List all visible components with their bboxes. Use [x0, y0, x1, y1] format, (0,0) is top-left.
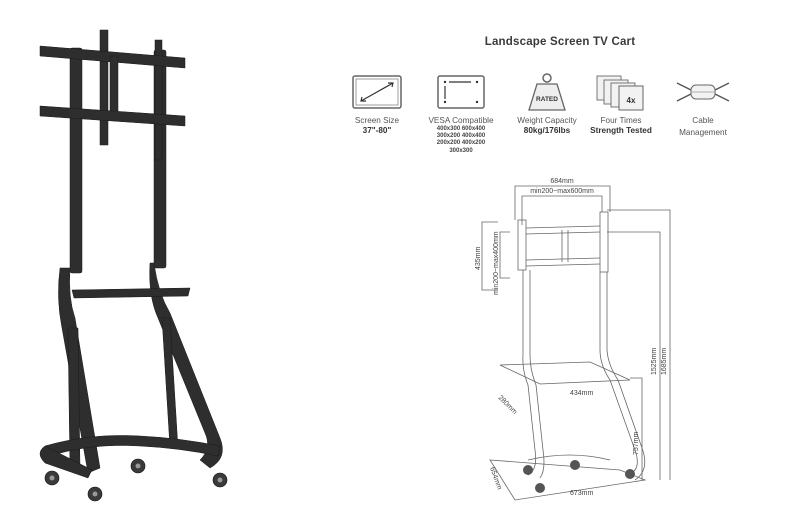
feature-label: VESA Compatible: [428, 116, 494, 125]
feature-cable: Cable Management: [662, 70, 744, 138]
dim-vesa-horizontal: min200~max600mm: [530, 188, 594, 195]
vesa-size: 400x300 600x400: [436, 126, 486, 132]
dim-shelf-depth: 280mm: [497, 394, 519, 416]
vesa-icon: [420, 70, 502, 114]
feature-value: 37"-80": [362, 126, 392, 135]
feature-label: Four Times: [600, 116, 642, 125]
dim-mount-width: 684mm: [550, 178, 574, 185]
feature-label: Cable: [692, 116, 714, 125]
feature-strength: 4x Four Times Strength Tested: [580, 70, 662, 136]
feature-label: Weight Capacity: [517, 116, 577, 125]
dim-vesa-vertical: min200~max400mm: [493, 231, 500, 295]
cable-management-icon: [662, 70, 744, 114]
product-photo: [39, 29, 228, 502]
feature-value: Management: [679, 128, 727, 137]
weight-icon-text: RATED: [536, 96, 558, 103]
strength-icon-text: 4x: [627, 96, 636, 105]
dim-center-height: 1525mm: [651, 348, 658, 375]
feature-weight: RATED Weight Capacity 80kg/176lbs: [506, 70, 588, 136]
screen-size-icon: [336, 70, 418, 114]
strength-test-icon: 4x: [580, 70, 662, 114]
feature-screen-size: Screen Size 37"-80": [336, 70, 418, 136]
weight-icon: RATED: [506, 70, 588, 114]
dim-shelf-width: 434mm: [570, 390, 594, 397]
feature-value: 80kg/176lbs: [523, 126, 571, 135]
dim-total-height: 1685mm: [661, 348, 668, 375]
dimension-diagram: 684mm min200~max600mm 435mm min200~max40…: [475, 178, 671, 501]
dim-base-depth: 654mm: [488, 466, 503, 490]
dim-mount-height: 435mm: [475, 246, 482, 270]
dim-shelf-height: 757mm: [633, 431, 640, 455]
feature-value: Strength Tested: [590, 126, 652, 135]
feature-vesa: VESA Compatible 400x300 600x400 300x200 …: [420, 70, 502, 155]
feature-label: Screen Size: [354, 116, 400, 125]
vesa-size: 300x300: [449, 147, 473, 154]
dim-base-width: 673mm: [570, 490, 594, 497]
page-title: Landscape Screen TV Cart: [484, 36, 636, 48]
vesa-size: 200x200 400x200: [436, 140, 486, 147]
vesa-size: 300x200 400x400: [436, 133, 486, 140]
